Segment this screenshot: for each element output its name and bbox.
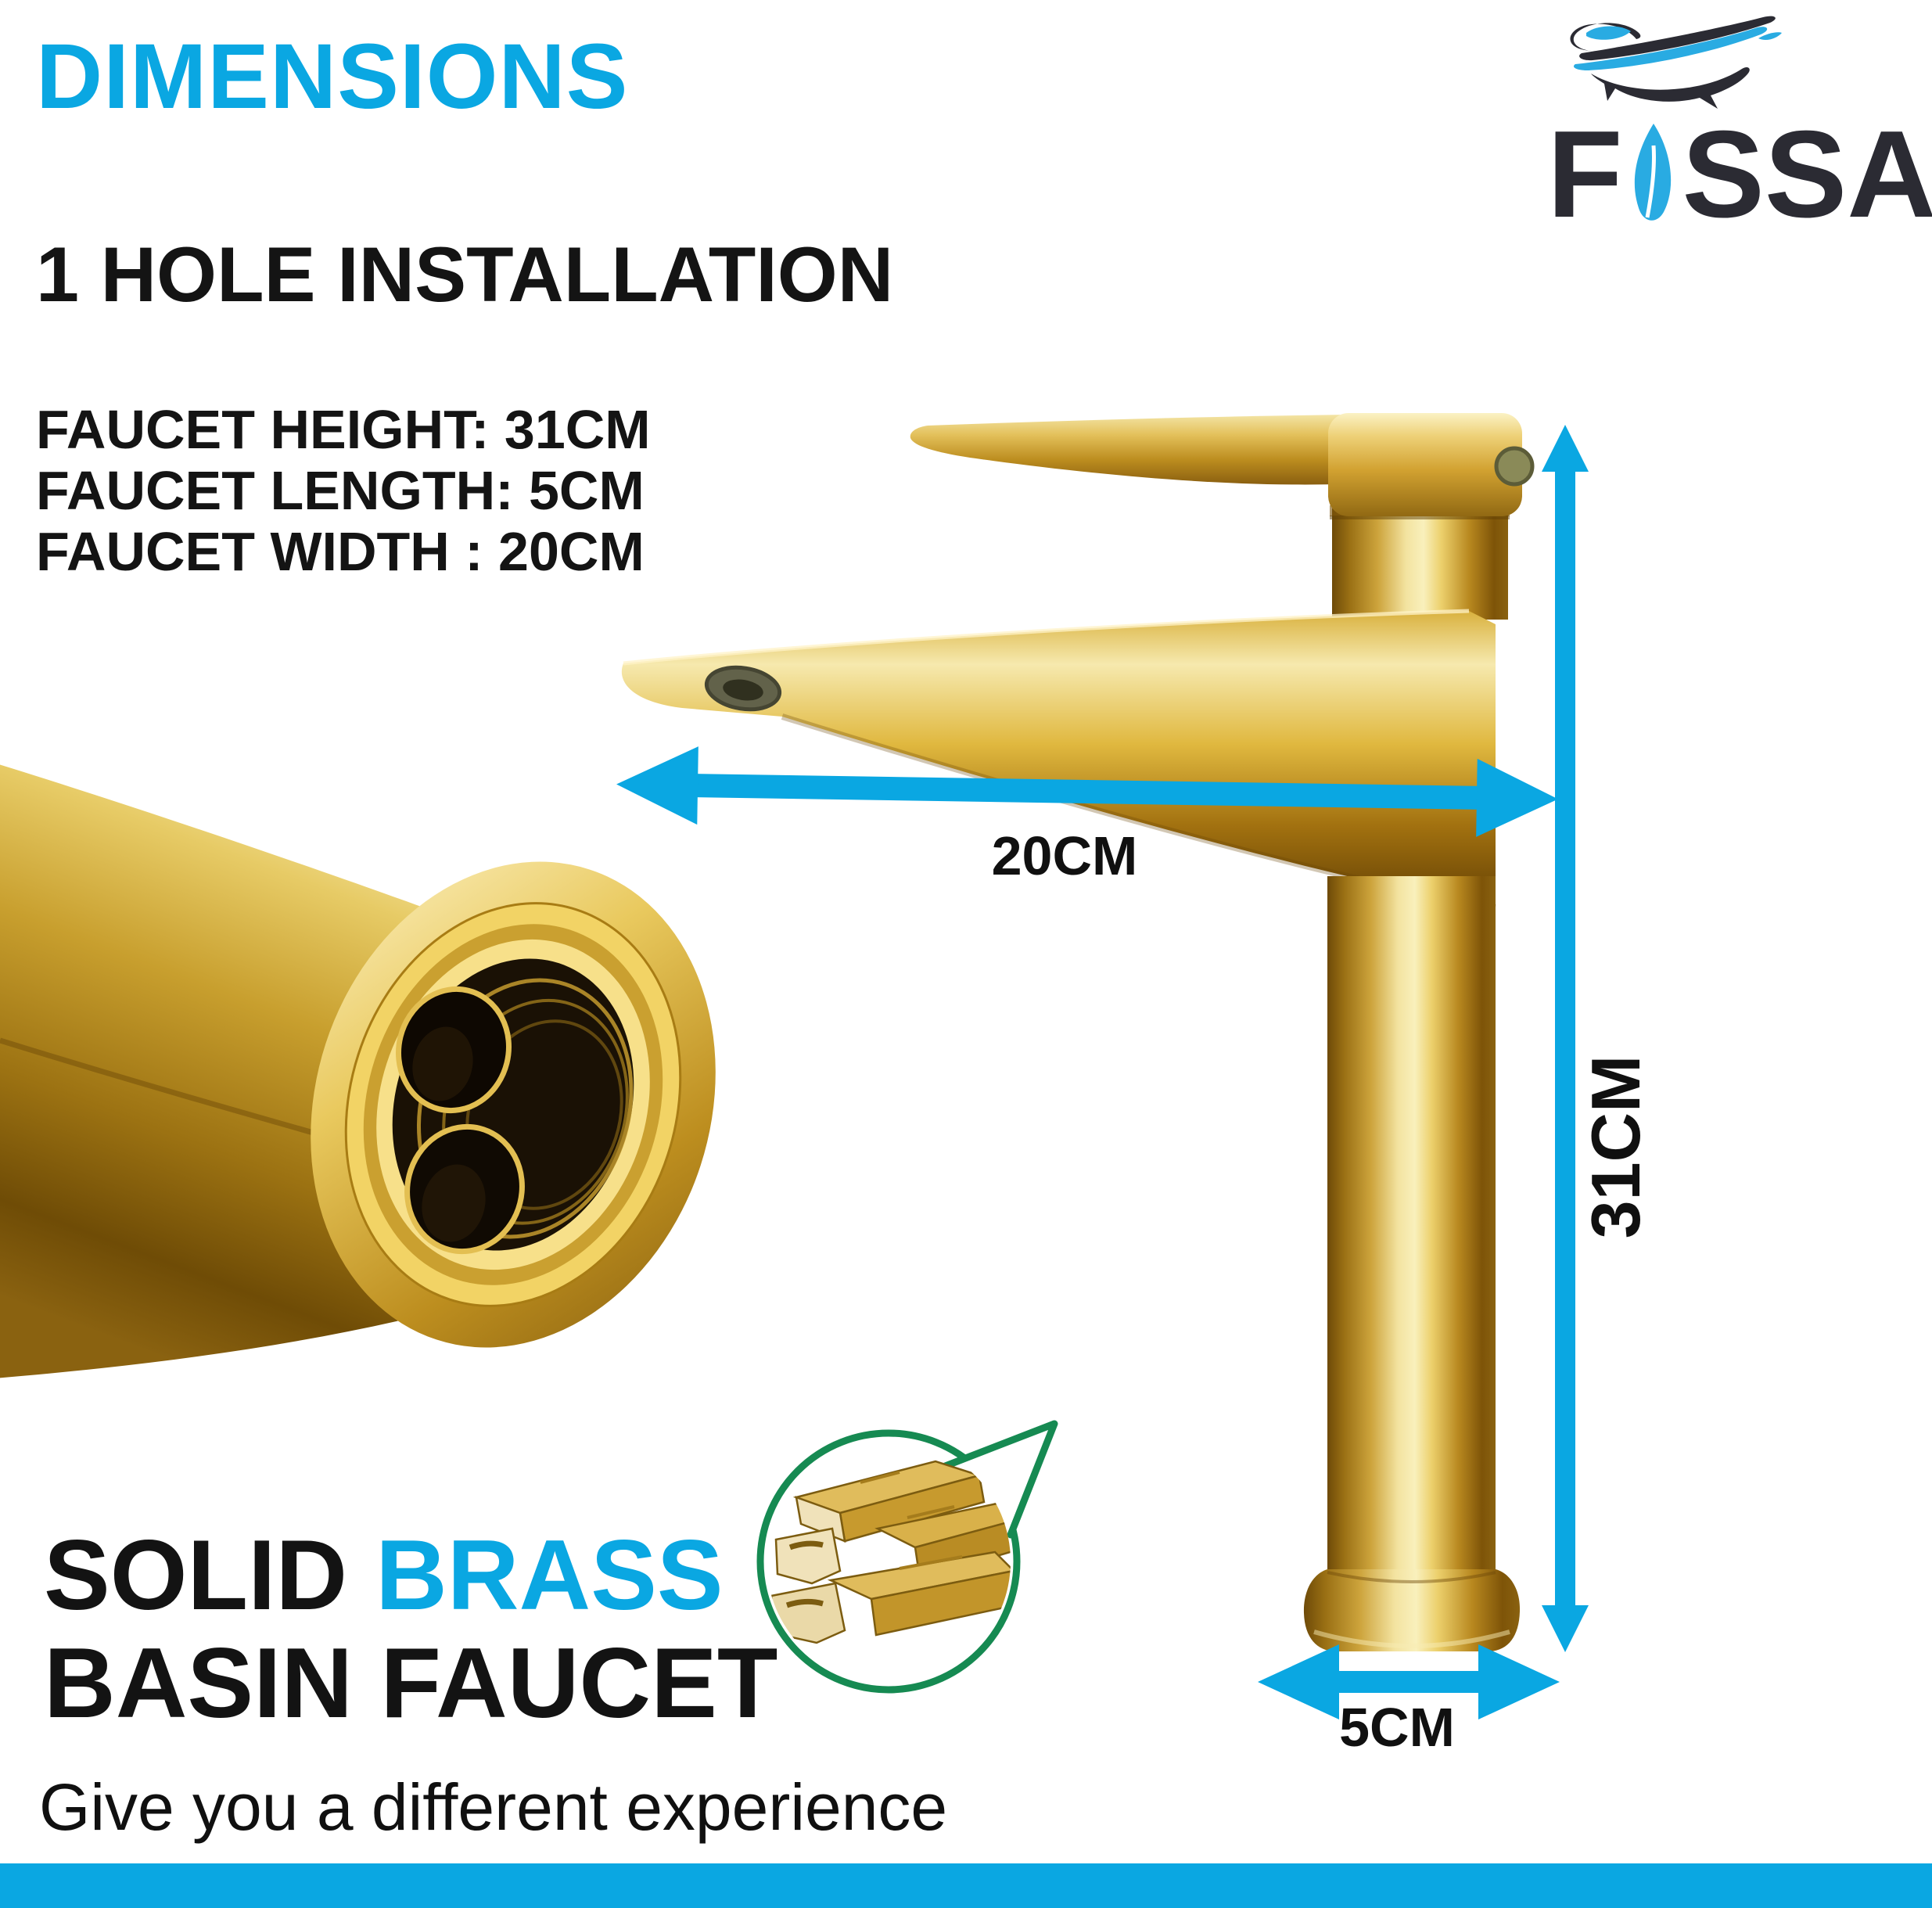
brass-ingots-illustration — [770, 1460, 1011, 1644]
height-dimension-label: 31CM — [1577, 1055, 1654, 1239]
brass-label: BRASS — [375, 1519, 724, 1630]
base-dimension-label: 5CM — [1339, 1697, 1455, 1758]
brand-wordmark: F SSA — [1547, 113, 1932, 236]
brand-letters-ssa: SSA — [1682, 106, 1932, 243]
width-arrow — [616, 746, 1558, 837]
brand-letter-f: F — [1547, 106, 1623, 243]
faucet-inlet-closeup-photo — [0, 764, 716, 1378]
spec-list: FAUCET HEIGHT: 31CM FAUCET LENGTH: 5CM F… — [36, 399, 651, 582]
spec-line-length: FAUCET LENGTH: 5CM — [36, 460, 645, 521]
brass-material-callout — [756, 1420, 1058, 1694]
bottom-accent-bar — [0, 1863, 1932, 1908]
fossa-basin-icon — [1570, 16, 1782, 109]
faucet-product-photo — [621, 413, 1535, 1651]
solid-label: SOLID — [44, 1519, 348, 1630]
tagline: Give you a different experience — [39, 1770, 948, 1844]
height-arrow — [1542, 425, 1589, 1652]
installation-heading: 1 HOLE INSTALLATION — [36, 231, 894, 318]
spec-line-width: FAUCET WIDTH : 20CM — [36, 521, 645, 582]
leaf-icon — [1634, 124, 1671, 221]
base-width-arrow — [1258, 1644, 1560, 1719]
fossa-logo: F SSA — [1547, 13, 1932, 236]
width-dimension-label: 20CM — [991, 825, 1138, 886]
page-title: DIMENSIONS — [36, 25, 629, 128]
basin-faucet-heading: BASIN FAUCET — [44, 1627, 778, 1738]
spec-line-height: FAUCET HEIGHT: 31CM — [36, 399, 651, 460]
